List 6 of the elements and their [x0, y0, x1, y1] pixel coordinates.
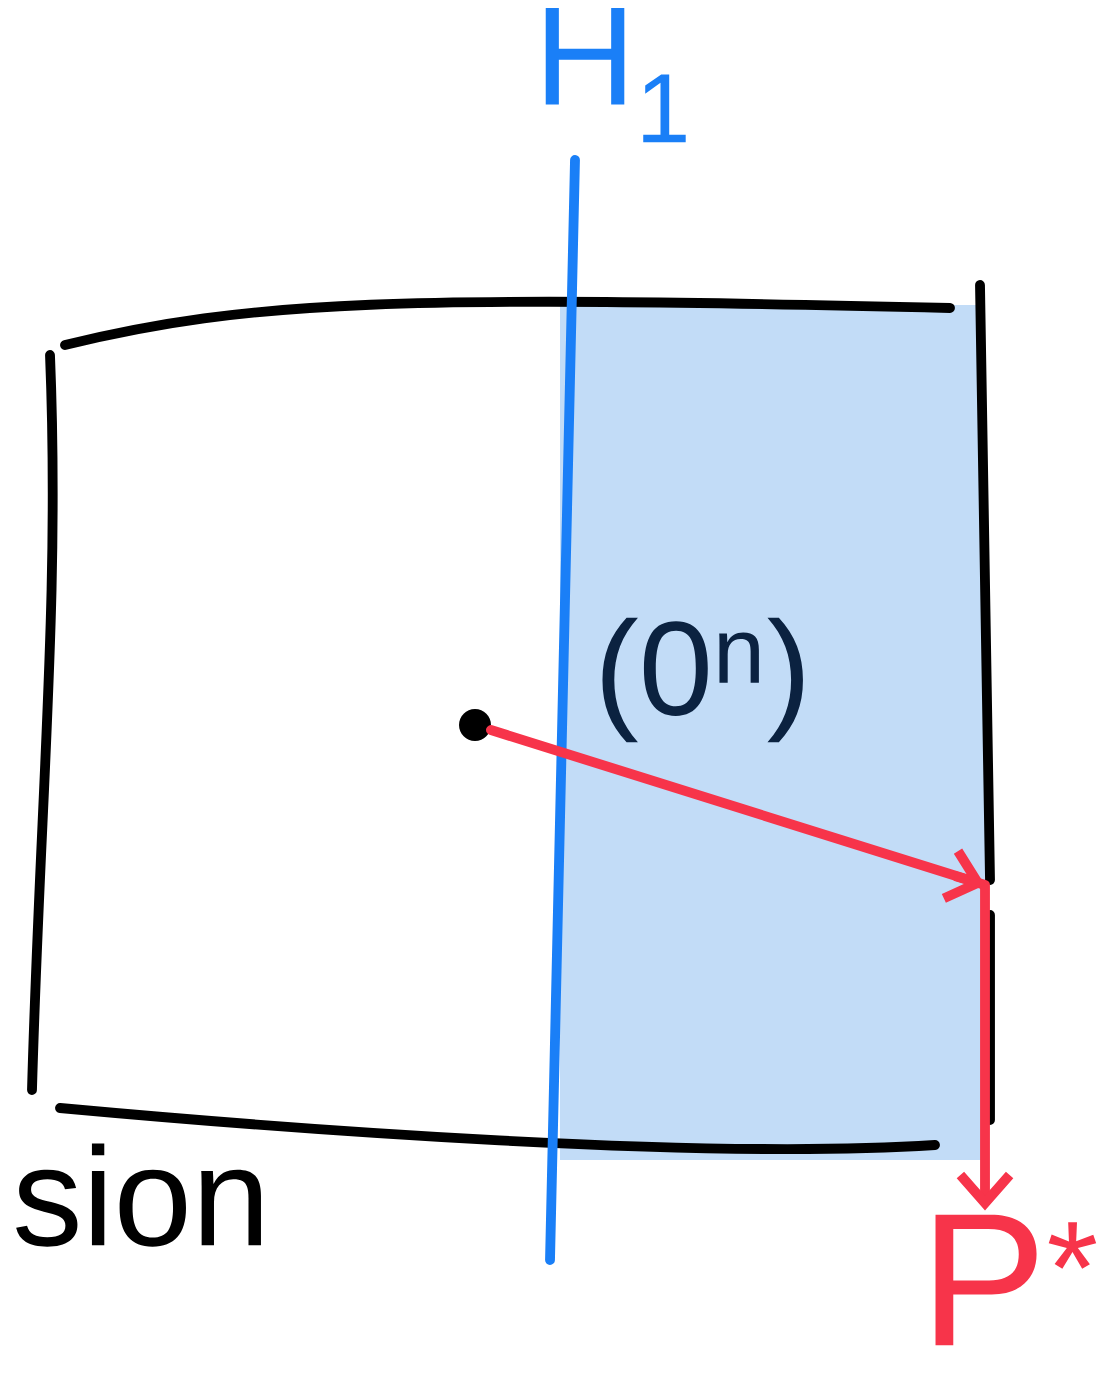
point-label: P$^{*}$	[935, 1214, 1097, 1346]
coordinate-label: (0$^{n}$)	[602, 617, 803, 743]
line-label: H$_{1}$	[545, 7, 686, 143]
arrow	[486, 725, 1014, 1211]
region-label: sion	[16, 1143, 261, 1247]
dot	[459, 709, 491, 741]
